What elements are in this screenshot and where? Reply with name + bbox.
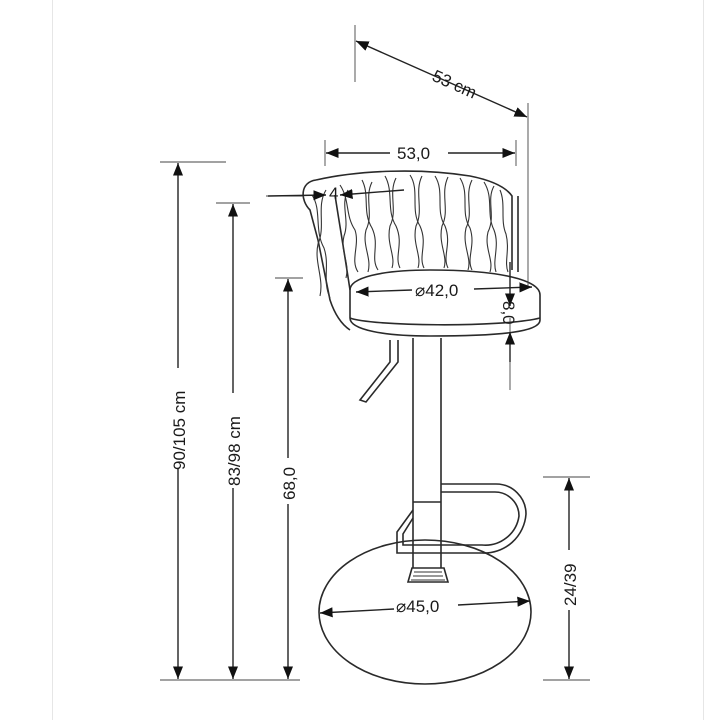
thickness-arrow-left — [267, 190, 327, 201]
backrest-thickness-label: 4 — [329, 184, 338, 203]
extension-lines — [160, 25, 590, 681]
seat-height-label: 68,0 — [280, 467, 299, 500]
gas-lever — [358, 340, 399, 403]
backrest-inner-edge — [334, 194, 351, 291]
base-diameter-label: ⌀45,0 — [396, 597, 439, 616]
base-disc — [318, 539, 532, 685]
seat-cushion — [349, 269, 541, 337]
total-height-label: 90/105 cm — [170, 391, 189, 470]
left-border-line — [52, 0, 53, 720]
thickness-arrow-right — [339, 188, 405, 200]
backrest-outer-edge — [302, 179, 351, 331]
backrest-height-label: 83/98 cm — [225, 416, 244, 486]
backrest-top-edge — [315, 170, 513, 270]
dimension-labels: 90/105 cm 83/98 cm 68,0 24/39 53 cm 53,0… — [168, 66, 580, 616]
base-collar — [406, 567, 450, 583]
footrest-ring — [402, 491, 520, 546]
seat-edge — [349, 317, 541, 326]
backrest-width-label: 53,0 — [397, 144, 430, 163]
dimension-arrows — [172, 40, 575, 679]
column — [412, 338, 442, 568]
footrest-ring-outer — [396, 483, 527, 554]
base-diameter-arrow-right — [457, 596, 531, 607]
depth-diagonal-arrow — [355, 40, 528, 118]
depth-label: 53 cm — [429, 66, 479, 102]
seat-diameter-arrow-left — [355, 286, 413, 297]
base-diameter-arrow-left — [319, 607, 395, 618]
seat-thickness-label: 8,0 — [499, 301, 518, 325]
right-border-line — [703, 0, 704, 720]
seat-diameter-label: ⌀42,0 — [415, 281, 458, 300]
seat-diameter-arrow-right — [473, 282, 533, 293]
collar-ridges — [411, 571, 445, 581]
footrest-height-label: 24/39 — [561, 563, 580, 606]
